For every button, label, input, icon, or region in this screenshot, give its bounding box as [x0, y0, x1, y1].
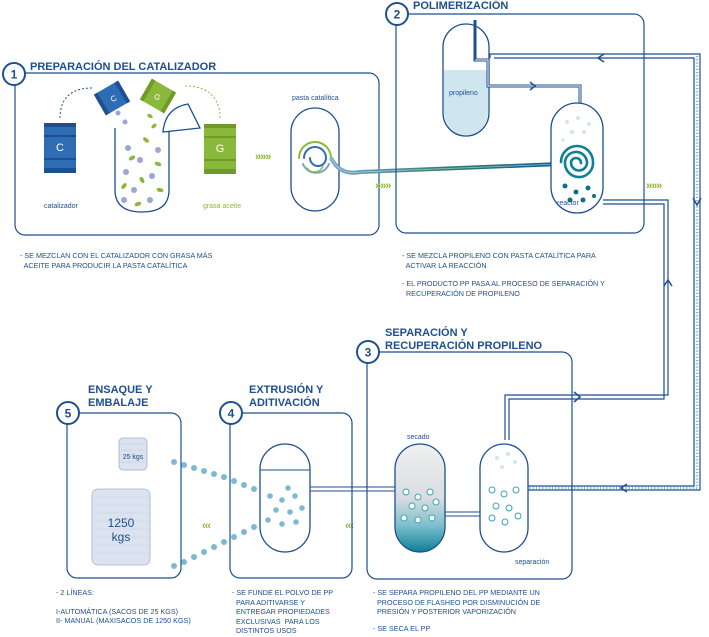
step1-badge — [2, 62, 26, 86]
note-step3a-line1: - SE SEPARA PROPILENO DEL PP MEDIANTE UN — [373, 588, 540, 597]
label-catalizador: catalizador — [44, 203, 79, 210]
step2-number: 2 — [394, 8, 401, 22]
chevrons-step1: »»» — [255, 151, 271, 163]
line-reactor-separation — [504, 199, 669, 440]
secado-particles — [400, 488, 440, 524]
small-bag-label: 25 kgs — [123, 454, 144, 461]
note-step1: - SE MEZCLAN CON EL CATALIZADOR CON GRAS… — [20, 251, 270, 270]
note-step5-line2 — [56, 598, 226, 607]
note-step2: - SE MEZCLA PROPILENO CON PASTA CATALÍTI… — [402, 251, 642, 298]
note-step4-line1: - SE FUNDE EL POLVO DE PP — [232, 588, 334, 597]
note-step2b-line2: RECUPERACIÓN DE PROPILENO — [402, 288, 520, 298]
note-step1-line1: - SE MEZCLAN CON EL CATALIZADOR CON GRAS… — [20, 251, 213, 260]
step1-box — [14, 72, 380, 236]
step5-number: 5 — [65, 407, 72, 421]
label-propileno: propileno — [449, 90, 478, 97]
step5-box — [66, 412, 182, 579]
step2-title: POLIMERIZACIÓN — [413, 0, 508, 12]
mixing-particles — [115, 110, 164, 207]
note-step1-line2: ACEITE PARA PRODUCIR LA PASTA CATALÍTICA — [20, 260, 188, 270]
note-step5-line3: I-AUTOMÁTICA (SACOS DE 25 KGS) — [56, 606, 179, 616]
recycle-line-inner — [494, 57, 695, 487]
big-bag-label-1: 1250 — [108, 516, 135, 530]
note-step4-line5: DISTINTOS USOS — [232, 626, 297, 635]
barrel-c-letter: C — [56, 142, 64, 154]
recycle-dotted — [525, 56, 699, 490]
chevrons-step1-out: »»» — [375, 180, 391, 192]
svg-text:C: C — [109, 93, 119, 104]
note-step2a-line2: ACTIVAR LA REACCIÓN — [402, 260, 487, 270]
arc-grasa — [184, 85, 221, 119]
recycle-line-outer — [489, 53, 701, 491]
extrusion-vessel — [259, 443, 311, 553]
extrusion-particles — [265, 485, 305, 527]
step3-badge — [356, 340, 380, 364]
step2-box — [395, 13, 645, 234]
note-step2a-line1: - SE MEZCLA PROPILENO CON PASTA CATALÍTI… — [402, 251, 596, 260]
step3-title-line1: SEPARACIÓN Y — [385, 326, 468, 339]
pipe-propileno-reactor — [473, 20, 582, 106]
note-step4-line3: ENTREGAR PROPIEDADES — [232, 607, 330, 616]
propileno-fill — [444, 70, 488, 135]
svg-text:G: G — [152, 92, 162, 103]
step4-box — [229, 412, 353, 579]
step1-number: 1 — [11, 68, 18, 82]
step5-title-line1: ENSAQUE Y — [88, 384, 153, 396]
separacion-bubbles — [495, 452, 517, 469]
note-step3: - SE SEPARA PROPILENO DEL PP MEDIANTE UN… — [373, 588, 573, 633]
separacion-particles — [488, 486, 522, 526]
step4-title-line1: EXTRUSIÓN Y — [249, 383, 324, 396]
step4-title-line2: ADITIVACIÓN — [249, 396, 320, 409]
note-step4-line2: PARA ADITIVARSE Y — [232, 597, 306, 607]
pasta-swirl — [298, 141, 332, 174]
pasta-vessel — [290, 107, 340, 212]
reactor-bubbles — [561, 116, 591, 142]
separacion-vessel — [479, 443, 529, 553]
arc-catalizador — [59, 87, 93, 119]
step1-title: PREPARACIÓN DEL CATALIZADOR — [30, 60, 216, 73]
label-pasta-catalitica: pasta catalítica — [292, 95, 339, 102]
chevrons-step3-out: ‹‹‹ — [345, 520, 354, 532]
barrel-g-letter: G — [216, 143, 225, 155]
label-reactor: reactor — [557, 200, 579, 207]
note-step5-line4: II- MANUAL (MAXISACOS DE 1250 KGS) — [56, 616, 191, 625]
note-step2b-line1: - EL PRODUCTO PP PASA AL PROCESO DE SEPA… — [402, 279, 605, 288]
reactor-particles — [562, 183, 596, 203]
step3-number: 3 — [365, 346, 372, 360]
step5-badge — [56, 401, 80, 425]
chevrons-step4-out: ‹‹‹ — [202, 520, 211, 532]
barrel-catalizador: C — [44, 123, 76, 173]
note-step4: - SE FUNDE EL POLVO DE PP PARA ADITIVARS… — [232, 588, 362, 636]
reactor-swirl — [559, 144, 595, 179]
step5-title-line2: EMBALAJE — [88, 397, 149, 409]
note-step5-line1: - 2 LÍNEAS: — [56, 588, 94, 597]
label-grasa-aceite: grasa aceite — [203, 203, 241, 210]
chevrons-step2-out: »»» — [646, 180, 662, 192]
tilted-barrel-g: G — [139, 78, 177, 114]
dotted-stream-extrusion-bags — [171, 459, 257, 569]
step4-number: 4 — [228, 407, 235, 421]
step3-title-line2: RECUPERACIÓN PROPILENO — [385, 339, 543, 352]
step2-badge — [385, 2, 409, 26]
pipe-sep-secado — [445, 511, 480, 517]
note-step3a-line2: PROCESO DE FLASHEO POR DISMINUCIÓN DE — [373, 597, 541, 607]
big-bag-label-2: kgs — [112, 530, 131, 544]
step3-box — [366, 351, 573, 580]
tilted-barrel-c: C — [93, 80, 131, 116]
note-step3a-line3: PRESIÓN Y POSTERIOR VAPORIZACIÓN — [373, 607, 516, 616]
mixing-vessel-lid — [162, 103, 201, 133]
small-bag: 25 kgs — [118, 437, 148, 471]
big-bag: 1250 kgs — [91, 488, 151, 566]
note-step3b-line1: - SE SECA EL PP — [373, 623, 431, 633]
label-secado: secado — [407, 434, 430, 441]
note-step4-line4: EXCLUSIVAS PARA LOS — [232, 616, 320, 626]
step4-badge — [219, 401, 243, 425]
barrel-grasa: G — [204, 124, 236, 174]
note-step5: - 2 LÍNEAS: I-AUTOMÁTICA (SACOS DE 25 KG… — [56, 588, 226, 626]
label-separacion: separación — [515, 559, 549, 566]
